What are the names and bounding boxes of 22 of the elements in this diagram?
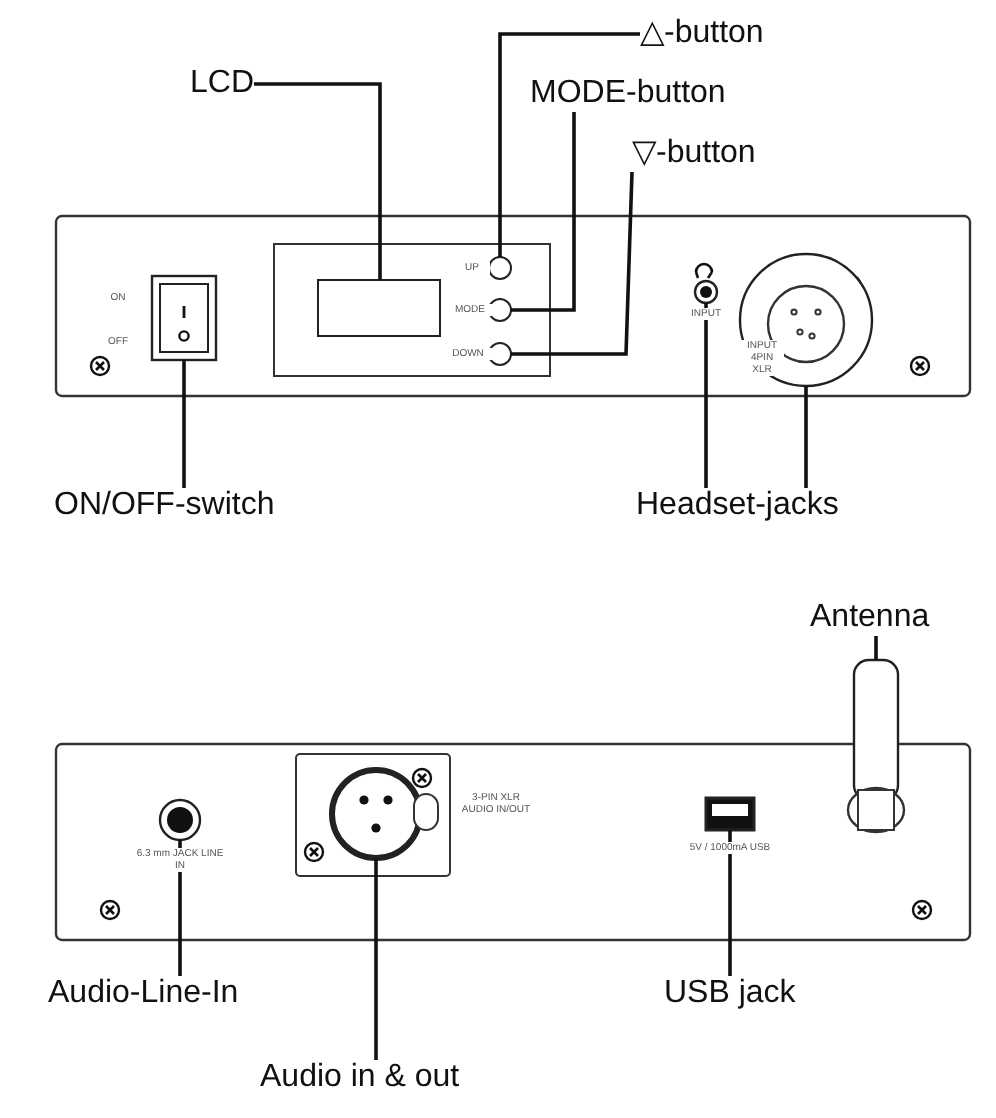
leader-line xyxy=(728,830,732,976)
callout-label: ▽-button xyxy=(632,136,756,172)
leader-line xyxy=(374,858,378,1060)
lcd-screen xyxy=(317,279,441,337)
leader-line xyxy=(511,171,634,356)
headset-jack xyxy=(693,279,719,305)
leader-line xyxy=(498,32,640,257)
leader-line xyxy=(254,82,382,280)
line-in-jack xyxy=(158,798,202,842)
rocker-switch xyxy=(150,274,218,362)
xlr-socket xyxy=(329,767,439,861)
callout-label: Headset-jacks xyxy=(636,488,839,524)
xlr-socket xyxy=(738,252,874,388)
usb-port xyxy=(704,796,756,832)
leader-line xyxy=(804,386,808,488)
leader-line xyxy=(182,360,186,488)
callout-label: △-button xyxy=(640,16,764,52)
antenna-drawing xyxy=(846,658,906,834)
callout-label: USB jack xyxy=(664,976,796,1012)
leader-line xyxy=(511,112,576,312)
leader-line xyxy=(874,636,878,660)
leader-line xyxy=(704,303,708,488)
